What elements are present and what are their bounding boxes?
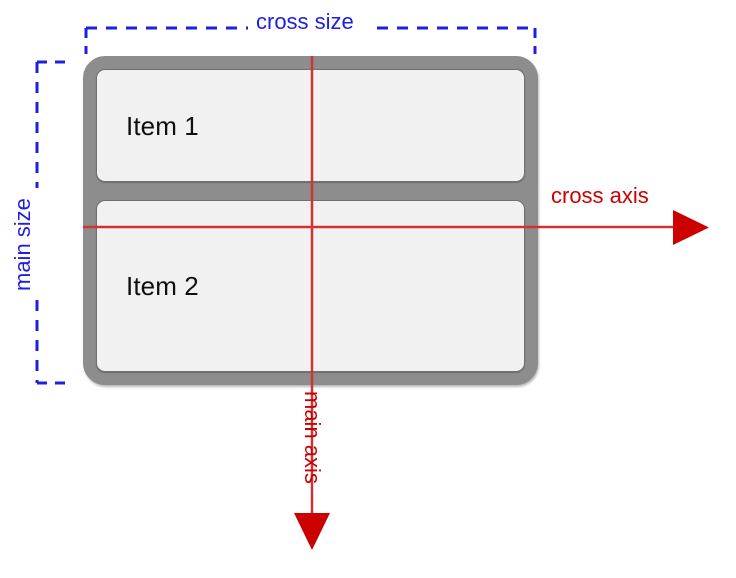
flex-item-1-label: Item 1: [126, 110, 199, 141]
main-axis-label: main axis: [300, 391, 325, 484]
main-size-bracket: [35, 60, 68, 385]
flex-item-2: Item 2: [96, 200, 525, 372]
flex-container: Item 1 Item 2: [83, 56, 538, 385]
cross-axis-arrow: [83, 210, 709, 245]
cross-size-label: cross size: [256, 9, 354, 34]
main-size-label: main size: [10, 198, 35, 291]
cross-size-bracket: [84, 26, 537, 54]
main-axis-arrow: [294, 56, 330, 550]
flex-item-1: Item 1: [96, 69, 525, 182]
cross-axis-label: cross axis: [551, 183, 649, 208]
flex-item-2-label: Item 2: [126, 271, 199, 301]
